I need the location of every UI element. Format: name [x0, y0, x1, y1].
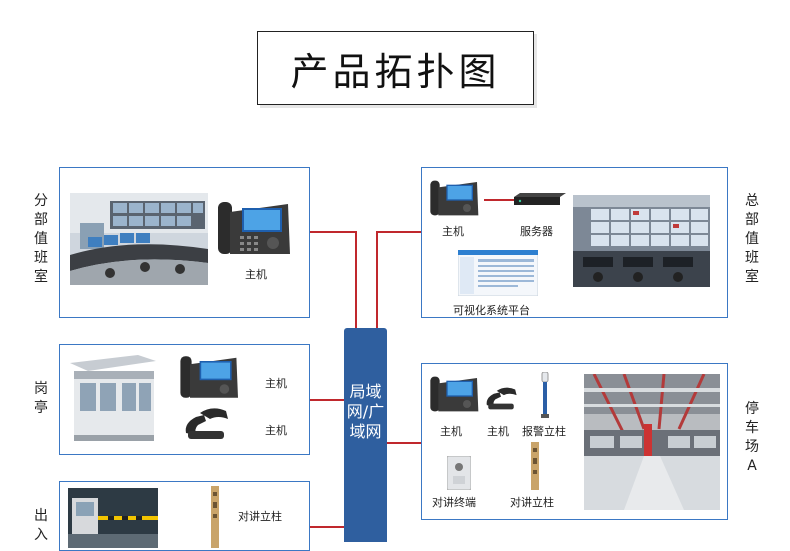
platform-screenshot-icon — [458, 250, 538, 296]
video-wall-photo — [573, 195, 710, 287]
host-caption: 主机 — [245, 268, 267, 281]
intercom-terminal-icon — [447, 456, 471, 490]
intercom-pillar-caption: 对讲立柱 — [238, 510, 282, 523]
host-caption: 主机 — [440, 425, 462, 438]
control-room-photo — [70, 193, 208, 285]
desk-phone-icon — [430, 180, 479, 216]
entrance-gate-photo — [68, 488, 158, 548]
handset-phone-icon — [185, 408, 228, 439]
desk-phone-icon — [180, 356, 238, 398]
link-hq — [376, 231, 422, 233]
link-branch-drop — [355, 231, 357, 329]
panel-parking: 主机 主机 报警立柱 对讲终端 对讲立柱 — [421, 363, 728, 520]
desk-phone-icon — [430, 376, 479, 412]
zone-label-parking: 停车场A — [745, 401, 759, 474]
panel-hq-duty: 主机 服务器 可视化系统平台 — [421, 167, 728, 318]
link-parking — [386, 442, 422, 444]
parking-garage-photo — [584, 374, 720, 510]
network-backbone-label: 局域网/广域网 — [346, 382, 385, 441]
server-icon — [514, 193, 566, 205]
desk-phone-icon — [218, 202, 290, 254]
host-caption-1: 主机 — [265, 377, 287, 390]
zone-label-entrance: 出入 — [34, 508, 48, 543]
panel-guard-booth: 主机 主机 — [59, 344, 310, 455]
page-title: 产品拓扑图 — [257, 31, 534, 105]
link-booth — [309, 399, 345, 401]
intercom-pillar-caption: 对讲立柱 — [510, 496, 554, 509]
host-caption-2: 主机 — [487, 425, 509, 438]
link-branch — [309, 231, 357, 233]
zone-label-guard-booth: 岗亭 — [34, 381, 48, 416]
intercom-terminal-caption: 对讲终端 — [432, 496, 476, 509]
zone-label-branch-duty: 分部值班室 — [34, 193, 48, 285]
panel-entrance: 对讲立柱 — [59, 481, 310, 551]
panel-branch-duty: 主机 — [59, 167, 310, 318]
guard-booth-photo — [68, 353, 158, 447]
intercom-pillar-icon — [211, 486, 219, 548]
platform-caption: 可视化系统平台 — [453, 304, 530, 317]
host-caption: 主机 — [442, 225, 464, 238]
handset-phone-icon — [486, 387, 517, 410]
alarm-pillar-caption: 报警立柱 — [522, 425, 566, 438]
link-entrance — [309, 526, 345, 528]
link-hq-drop — [376, 231, 378, 329]
server-caption: 服务器 — [520, 225, 553, 238]
intercom-pillar-icon — [531, 442, 539, 490]
zone-label-hq-duty: 总部值班室 — [745, 193, 759, 285]
host-caption-2: 主机 — [265, 424, 287, 437]
alarm-pillar-icon — [541, 372, 549, 418]
network-backbone — [344, 328, 387, 542]
link-host-server — [484, 199, 514, 201]
